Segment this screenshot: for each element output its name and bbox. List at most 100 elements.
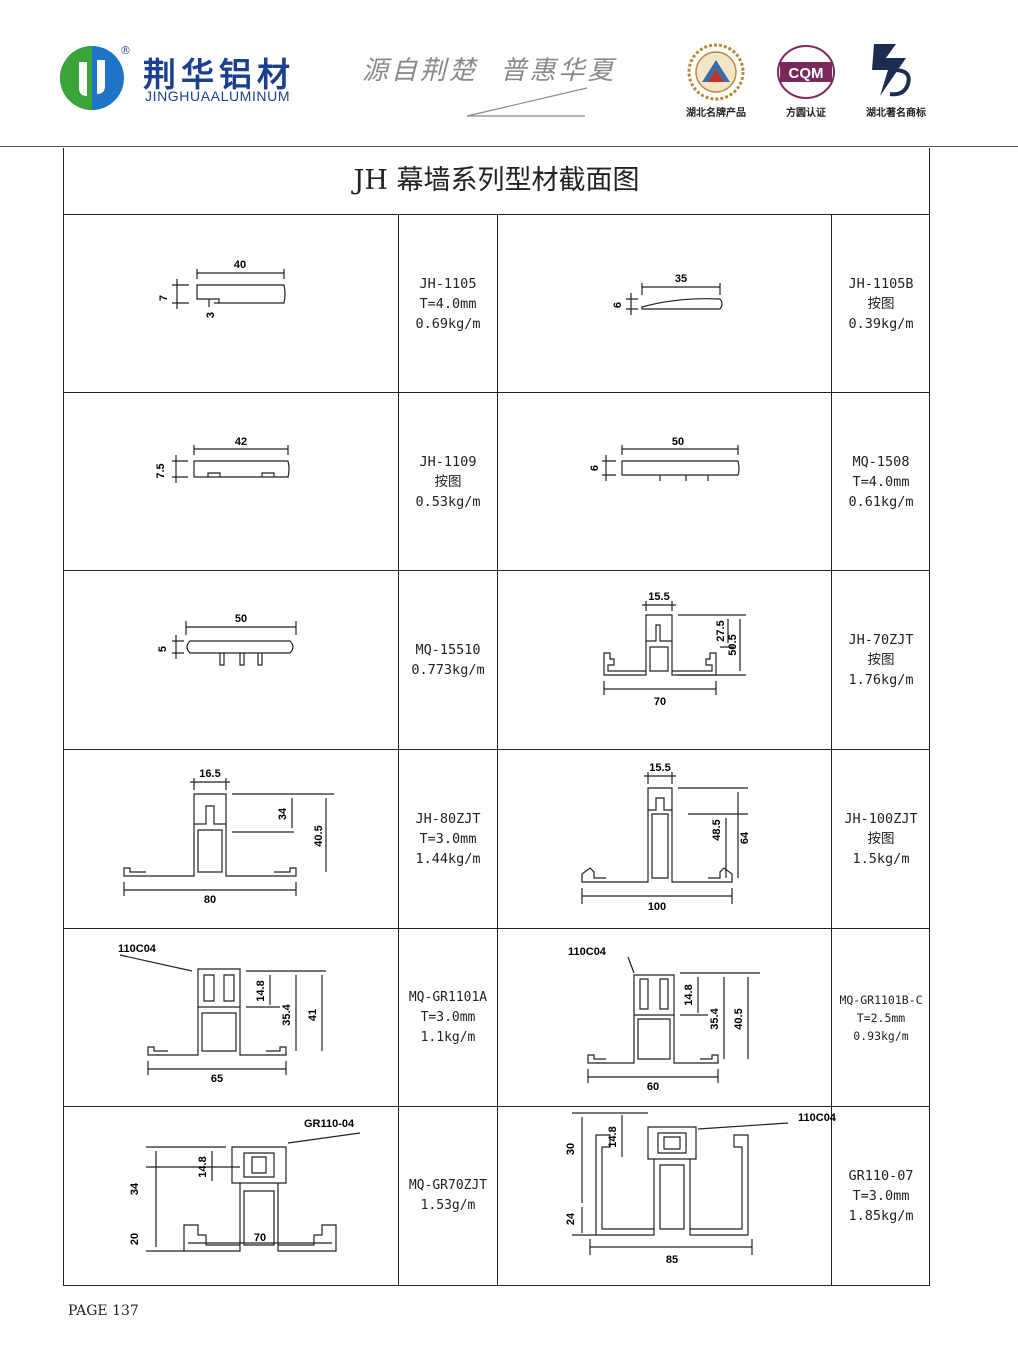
profile-thickness: 按图 (867, 295, 895, 312)
registered-mark: ® (120, 44, 131, 57)
profile-weight: 1.53g/m (420, 1198, 476, 1213)
profile-thickness: T=3.0mm (419, 831, 477, 847)
profile-code: JH-100ZJT (844, 811, 918, 827)
profile-drawing-mq-gr1101b-c: 110C04 14.8 35.4 40.5 60 (568, 946, 760, 1093)
row-divider (64, 749, 929, 750)
brand-name-cn: 荆华铝材 (143, 55, 295, 94)
profile-spec-jh-1105b: JH-1105B 按图 0.39kg/m (832, 215, 930, 392)
profile-code: MQ-GR1101A (408, 989, 488, 1005)
profile-spec-mq-gr1101b-c: MQ-GR1101B-C T=2.5mm 0.93kg/m (832, 929, 930, 1106)
profile-code: MQ-GR1101B-C (839, 992, 923, 1007)
dimension-label: 27.5 (715, 620, 727, 641)
dimension-label: 60 (647, 1081, 659, 1093)
dimension-label: 50.5 (727, 634, 739, 655)
cqm-certification-seal-icon: CQM (777, 45, 835, 99)
profile-code: JH-1109 (419, 453, 477, 470)
brand-name-en: JINGHUAALUMINUM (145, 88, 291, 104)
profile-weight: 0.69kg/m (415, 315, 481, 332)
dimension-label: 40 (234, 259, 246, 271)
dimension-label: 6 (612, 302, 624, 308)
col-divider (497, 214, 498, 1285)
profile-spec-gr110-07: GR110-07 T=3.0mm 1.85kg/m (832, 1107, 930, 1285)
profile-drawing-mq-gr70zjt: GR110-04 34 14.8 20 70 (129, 1118, 361, 1252)
profile-code: GR110-07 (848, 1168, 914, 1184)
row-divider (64, 928, 929, 929)
cert-caption-1: 湖北名牌产品 (686, 108, 746, 119)
profile-thickness: 按图 (867, 831, 895, 847)
row-divider (64, 570, 929, 571)
dimension-label: 50 (672, 436, 684, 448)
profile-weight: 0.39kg/m (848, 315, 914, 332)
profile-drawing-gr110-07: 110C04 30 14.8 24 85 (565, 1112, 837, 1266)
col-divider (398, 214, 399, 1285)
profile-thickness: T=3.0mm (852, 1188, 910, 1204)
profile-thickness: T=3.0mm (420, 1009, 476, 1025)
profile-weight: 1.1kg/m (420, 1029, 476, 1045)
dimension-label: 65 (211, 1073, 223, 1085)
profile-drawing-mq-gr1101a: 110C04 14.8 35.4 41 65 (118, 943, 326, 1085)
profile-drawing-jh-1105b: 35 6 (612, 273, 723, 315)
profile-spec-mq-gr1101a: MQ-GR1101A T=3.0mm 1.1kg/m (399, 929, 497, 1106)
row-divider (64, 1106, 929, 1107)
profile-spec-jh-80zjt: JH-80ZJT T=3.0mm 1.44kg/m (399, 750, 497, 928)
profile-drawing-jh-100zjt: 15.5 48.5 64 100 (581, 762, 751, 913)
dimension-label: 14.8 (255, 980, 267, 1001)
profile-code: JH-80ZJT (415, 811, 481, 827)
dimension-label: GR110-04 (304, 1118, 355, 1130)
profile-spec-mq-15510: MQ-15510 0.773kg/m (399, 571, 497, 749)
dimension-label: 5 (157, 646, 169, 652)
profile-code: MQ-1508 (852, 453, 910, 470)
slogan: 源自荆楚 普惠华夏 (362, 56, 617, 86)
slogan-swoosh-icon (466, 87, 588, 117)
profile-drawing-jh-70zjt: 15.5 27.5 50.5 70 (603, 591, 746, 708)
dimension-label: 7.5 (155, 463, 167, 478)
dimension-label: 41 (307, 1009, 319, 1021)
dimension-label: 80 (204, 894, 216, 906)
dimension-label: 110C04 (798, 1112, 837, 1124)
dimension-label: 50 (235, 613, 247, 625)
row-divider (64, 392, 929, 393)
dimension-label: 35.4 (709, 1007, 721, 1029)
dimension-label: 64 (739, 831, 751, 844)
dimension-label: 34 (129, 1182, 141, 1195)
cert-caption-3: 湖北著名商标 (866, 108, 926, 119)
profile-weight: 0.773kg/m (411, 662, 485, 678)
profile-spec-mq-gr70zjt: MQ-GR70ZJT 1.53g/m (399, 1107, 497, 1285)
dimension-label: 24 (565, 1212, 577, 1225)
dimension-label: 15.5 (648, 591, 669, 603)
profile-thickness: T=4.0mm (419, 295, 477, 312)
dimension-label: 34 (277, 807, 289, 820)
company-logo-icon (60, 46, 124, 110)
dimension-label: 70 (254, 1232, 266, 1244)
profile-table: JH 幕墙系列型材截面图 JH-1105 T=4.0mm 0.69kg/m JH… (63, 148, 930, 1286)
dimension-label: 40.5 (313, 825, 325, 846)
profile-weight: 1.5kg/m (852, 851, 910, 867)
dimension-label: 35.4 (281, 1003, 293, 1025)
page-number: PAGE 137 (68, 1303, 139, 1319)
profile-weight: 1.76kg/m (848, 672, 914, 688)
cqm-logo-text: CQM (789, 65, 824, 82)
dimension-label: 42 (235, 436, 247, 448)
dimension-label: 7 (158, 295, 170, 301)
dimension-label: 20 (129, 1233, 141, 1245)
cert-caption-2: 方圆认证 (786, 108, 826, 119)
profile-code: MQ-GR70ZJT (408, 1178, 488, 1193)
profile-weight: 0.53kg/m (415, 493, 481, 510)
profile-code: JH-1105 (419, 275, 477, 292)
dimension-label: 14.8 (197, 1156, 209, 1177)
dimension-label: 110C04 (118, 943, 157, 955)
dimension-label: 85 (666, 1254, 678, 1266)
dimension-label: 30 (565, 1143, 577, 1155)
profile-spec-mq-1508: MQ-1508 T=4.0mm 0.61kg/m (832, 393, 930, 570)
profile-weight: 1.44kg/m (415, 851, 481, 867)
profile-spec-jh-70zjt: JH-70ZJT 按图 1.76kg/m (832, 571, 930, 749)
profile-drawing-mq-1508: 50 6 (589, 436, 740, 481)
profile-drawing-mq-15510: 50 5 (157, 613, 297, 666)
profile-weight: 0.93kg/m (853, 1028, 909, 1043)
profile-code: JH-70ZJT (848, 632, 914, 648)
profile-weight: 1.85kg/m (848, 1208, 914, 1224)
profile-drawing-jh-80zjt: 16.5 34 40.5 80 (123, 768, 334, 906)
profile-thickness: 按图 (867, 652, 895, 668)
table-title: JH 幕墙系列型材截面图 (64, 148, 929, 215)
dimension-label: 100 (648, 901, 666, 913)
